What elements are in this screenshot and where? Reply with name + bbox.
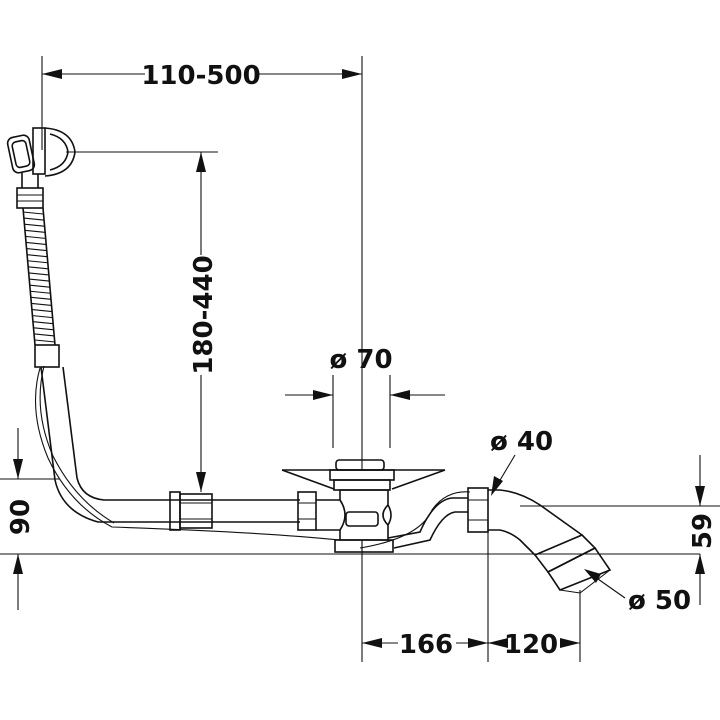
dimension-180-440: 180-440: [66, 151, 219, 492]
dimension-110-500: 110-500: [41, 56, 363, 470]
hose-rib: [33, 327, 54, 331]
dimension-label-120: 120: [504, 630, 558, 660]
hose-rib: [28, 272, 49, 276]
dimension-overflow-diameter: ø 70: [285, 345, 445, 448]
hose-rib: [26, 248, 47, 252]
hose-rib: [30, 290, 51, 294]
dimension-label-ø70: ø 70: [329, 345, 392, 375]
outlet-elbow: [467, 487, 612, 594]
dimension-90: 90: [0, 428, 700, 610]
dimension-drain-diameter: ø 50: [584, 569, 691, 616]
dimension-label-59: 59: [688, 513, 718, 549]
hose-rib: [26, 254, 48, 258]
hose-rib: [31, 302, 52, 306]
hose-rib: [22, 211, 44, 215]
hose-rib: [33, 321, 54, 325]
dimension-label-166: 166: [399, 630, 453, 660]
hose-rib: [34, 333, 55, 337]
hose-rib: [27, 260, 48, 264]
hose-rib: [24, 223, 45, 227]
flexible-hose: [22, 207, 56, 346]
hose-rib: [29, 278, 50, 282]
overflow-pipe: [34, 344, 341, 541]
waste-drain-body: [281, 459, 471, 553]
hose-rib: [23, 217, 44, 221]
hose-rib: [34, 339, 56, 343]
hose-rib: [24, 229, 45, 233]
dimension-label-180-440: 180-440: [189, 255, 219, 374]
hose-rib: [25, 241, 46, 246]
hose-rib: [25, 235, 46, 239]
hose-rib: [30, 296, 52, 300]
dimension-label-90: 90: [6, 499, 36, 535]
dimension-label-ø50: ø 50: [628, 586, 691, 616]
hose-rib: [29, 284, 50, 288]
hose-rib: [32, 308, 53, 313]
hose-rib: [28, 266, 49, 270]
dimension-59: 59: [520, 455, 720, 605]
dimension-166-120: 166 120: [361, 520, 581, 662]
overflow-head: [6, 127, 76, 209]
hose-rib: [32, 315, 53, 319]
dimension-outlet-diameter: ø 40: [490, 427, 553, 496]
dimension-label-ø40: ø 40: [490, 427, 553, 457]
dimension-label-110-500: 110-500: [141, 61, 260, 91]
